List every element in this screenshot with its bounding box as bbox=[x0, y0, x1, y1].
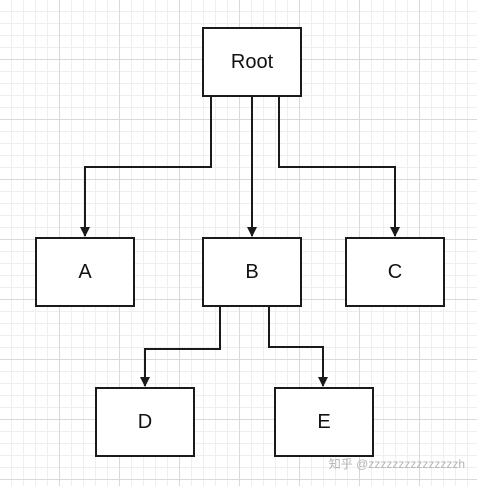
node-root: Root bbox=[202, 27, 302, 97]
node-e-label: E bbox=[317, 410, 331, 433]
watermark: 知乎 @zzzzzzzzzzzzzzzh bbox=[328, 457, 465, 471]
node-e: E bbox=[274, 387, 374, 457]
edge-root-c bbox=[278, 97, 400, 237]
node-c: C bbox=[345, 237, 445, 307]
node-b-label: B bbox=[245, 260, 259, 283]
edge-b-e bbox=[268, 307, 328, 387]
node-a-label: A bbox=[78, 260, 92, 283]
node-d: D bbox=[95, 387, 195, 457]
node-b: B bbox=[202, 237, 302, 307]
node-d-label: D bbox=[137, 410, 153, 433]
node-c-label: C bbox=[387, 260, 403, 283]
edge-b-d bbox=[140, 307, 221, 387]
node-root-label: Root bbox=[230, 50, 274, 73]
node-a: A bbox=[35, 237, 135, 307]
edge-root-a bbox=[80, 97, 212, 237]
